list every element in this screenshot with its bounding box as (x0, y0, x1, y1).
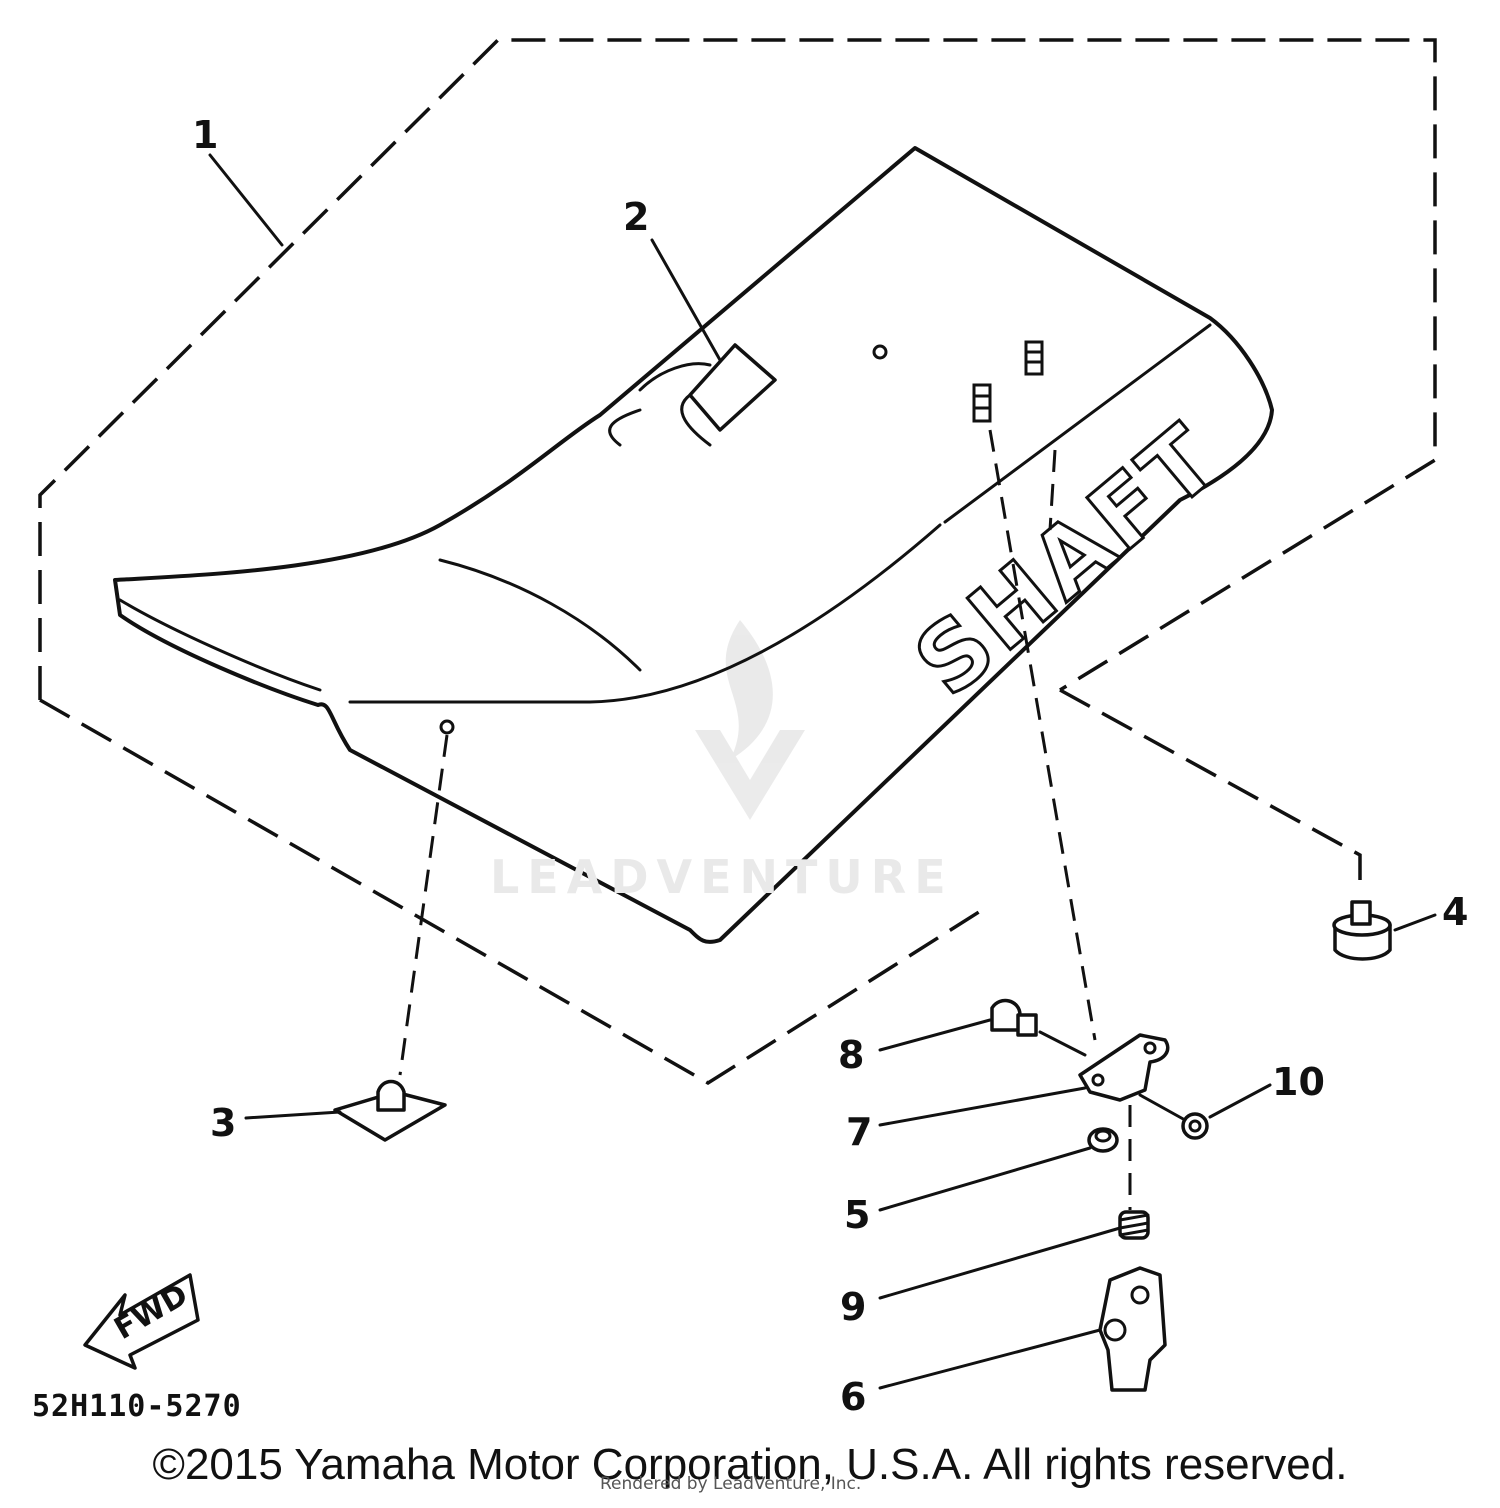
callout-3: 3 (210, 1101, 236, 1145)
copyright-text: ©2015 Yamaha Motor Corporation, U.S.A. A… (152, 1440, 1348, 1489)
callout-2: 2 (623, 195, 649, 239)
assembly-outline (38, 38, 1437, 700)
seat: SHAFT (113, 146, 1274, 944)
watermark-credit: Rendered by LeadVenture, Inc. (600, 1474, 862, 1494)
part-6-lock (1098, 1266, 1167, 1392)
drawing-code: 52H110-5270 (32, 1389, 242, 1424)
seat-lettering: SHAFT (895, 403, 1240, 716)
callout-7: 7 (846, 1110, 872, 1154)
part-5-collar (1087, 1127, 1119, 1153)
watermark-logo (695, 620, 805, 820)
forward-arrow-icon: FWD (83, 1273, 200, 1370)
part-8-bolt (990, 998, 1038, 1037)
assembly-outline-lower (39, 698, 991, 1086)
watermark-brand: LEADVENTURE (490, 850, 954, 904)
assembly-outline-right (1059, 688, 1362, 880)
callout-8: 8 (838, 1033, 864, 1077)
callout-5: 5 (844, 1193, 870, 1237)
callout-10: 10 (1272, 1060, 1325, 1104)
callout-9: 9 (840, 1285, 866, 1329)
part-4-damper (1332, 900, 1392, 961)
part-10-nut (1181, 1112, 1209, 1140)
callout-1: 1 (192, 113, 218, 157)
callout-4: 4 (1442, 890, 1468, 934)
part-7-bracket (1078, 1033, 1170, 1102)
callout-6: 6 (840, 1375, 866, 1419)
part-3-nut-plate (333, 1079, 447, 1142)
part-9-spring (1118, 1210, 1150, 1240)
